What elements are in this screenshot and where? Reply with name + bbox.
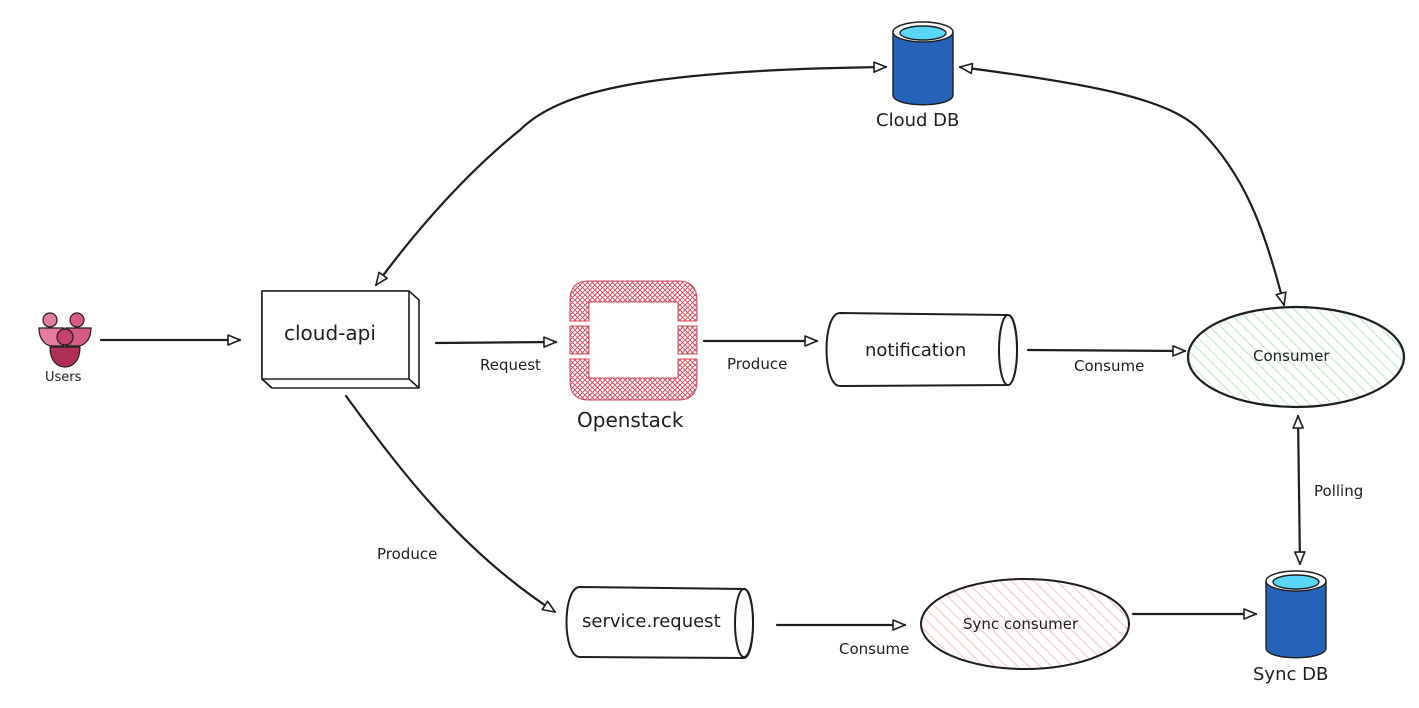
consumer-node[interactable] <box>1186 305 1406 409</box>
request-edge-label: Request <box>480 356 541 374</box>
users-group-icon <box>38 312 92 368</box>
consumer-label: Consumer <box>1253 347 1330 365</box>
cloud-api-box[interactable] <box>261 290 420 389</box>
cloud-db-icon <box>892 21 954 106</box>
service-request-label: service.request <box>582 611 721 632</box>
edge-consumer-sync-db <box>1292 414 1306 566</box>
cloud-db-label: Cloud DB <box>876 110 960 131</box>
sync-db-label: Sync DB <box>1253 664 1329 685</box>
sync-consumer-label: Sync consumer <box>963 615 1079 633</box>
polling-edge-label: Polling <box>1314 482 1364 500</box>
notification-queue[interactable] <box>825 311 1018 388</box>
edge-cloud-api-to-openstack <box>434 336 558 348</box>
notification-label: notification <box>865 340 967 361</box>
service-request-queue[interactable] <box>565 585 754 660</box>
openstack-label: Openstack <box>577 408 684 432</box>
openstack-logo-icon <box>569 280 698 401</box>
sync-consumer-node[interactable] <box>920 578 1130 670</box>
edge-notification-to-consumer <box>1026 345 1187 357</box>
edge-cloud-api-to-service-request <box>344 394 557 614</box>
edge-cloud-db-cloud-api <box>374 61 888 287</box>
users-label: Users <box>45 370 82 385</box>
consume-edge-label-top: Consume <box>1074 357 1145 375</box>
consume-edge-label-bottom: Consume <box>839 640 910 658</box>
produce-edge-label-top: Produce <box>727 355 788 373</box>
edge-cloud-db-consumer <box>958 62 1287 307</box>
cloud-api-label: cloud-api <box>284 321 376 345</box>
produce-edge-label-bottom: Produce <box>377 545 438 563</box>
sync-db-icon <box>1265 570 1327 659</box>
